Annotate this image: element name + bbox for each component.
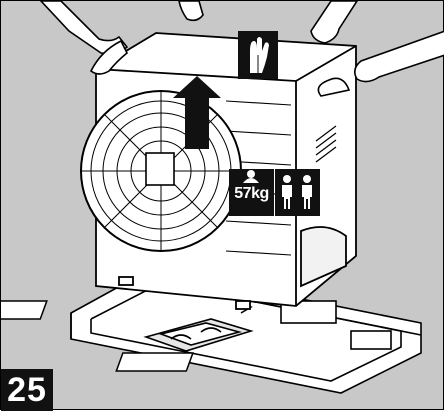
- gloves-icon: [238, 31, 278, 79]
- fan-grille: [81, 91, 241, 251]
- step-number-badge: 25: [1, 369, 53, 411]
- people-badge-bg: [275, 169, 320, 216]
- weight-label: 57kg: [229, 184, 274, 216]
